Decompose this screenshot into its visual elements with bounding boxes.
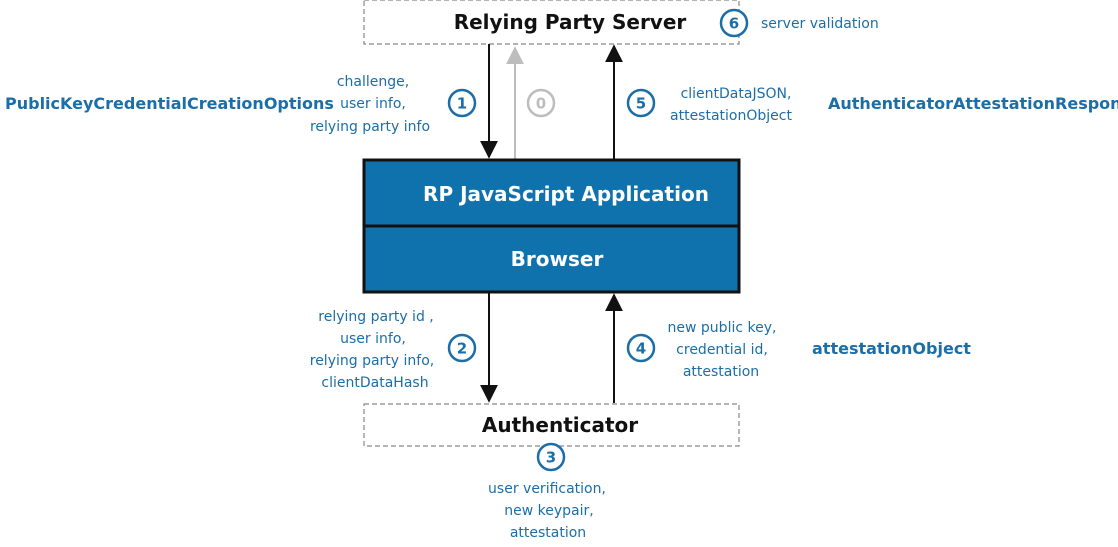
step-1-line-2: user info,: [340, 96, 406, 112]
step-0-number: 0: [536, 95, 546, 113]
step-4-line-1: new public key,: [668, 320, 777, 336]
step-4-line-3: attestation: [683, 364, 759, 380]
step-1-number: 1: [457, 95, 467, 113]
step-5: 5: [626, 88, 656, 118]
step-3-number: 3: [546, 449, 556, 467]
app-label: RP JavaScript Application: [423, 182, 709, 206]
step-6: 6: [719, 8, 749, 38]
browser-label: Browser: [511, 247, 604, 271]
side-label-right-mid: attestationObject: [812, 339, 971, 358]
step-1-line-1: challenge,: [337, 74, 409, 90]
step-2-line-1: relying party id ,: [318, 309, 433, 325]
step-2: 2: [447, 333, 477, 363]
step-3-line-2: new keypair,: [504, 503, 593, 519]
server-node: Relying Party Server: [363, 0, 740, 45]
side-label-left-top: PublicKeyCredentialCreationOptions: [5, 94, 334, 113]
step-3-line-3: attestation: [510, 525, 586, 541]
app-browser-block: RP JavaScript Application Browser: [362, 158, 741, 294]
authenticator-label: Authenticator: [482, 413, 638, 437]
step-5-annotation: clientDataJSON, attestationObject: [670, 86, 792, 124]
step-5-number: 5: [636, 95, 646, 113]
step-3: 3: [536, 442, 566, 472]
server-validation-text: server validation: [761, 16, 879, 32]
step-4-line-2: credential id,: [676, 342, 768, 358]
step-5-line-2: attestationObject: [670, 108, 792, 124]
step-6-number: 6: [729, 15, 739, 33]
step-2-annotation: relying party id , user info, relying pa…: [310, 309, 435, 391]
step-5-line-1: clientDataJSON,: [681, 86, 792, 102]
step-3-annotation: user verification, new keypair, attestat…: [488, 481, 606, 541]
step-3-line-1: user verification,: [488, 481, 606, 497]
step-4-annotation: new public key, credential id, attestati…: [668, 320, 777, 380]
step-4: 4: [626, 333, 656, 363]
step-2-line-3: relying party info,: [310, 353, 435, 369]
side-label-right-top: AuthenticatorAttestationResponse: [828, 94, 1118, 113]
step-4-number: 4: [636, 340, 646, 358]
step-1: 1: [447, 88, 477, 118]
step-1-annotation: challenge, user info, relying party info: [310, 74, 430, 135]
step-0: 0: [526, 88, 556, 118]
step-2-number: 2: [457, 340, 467, 358]
step-2-line-2: user info,: [340, 331, 406, 347]
step-1-line-3: relying party info: [310, 119, 430, 135]
authenticator-node: Authenticator: [363, 403, 740, 447]
step-2-line-4: clientDataHash: [321, 375, 428, 391]
server-label: Relying Party Server: [454, 10, 687, 34]
